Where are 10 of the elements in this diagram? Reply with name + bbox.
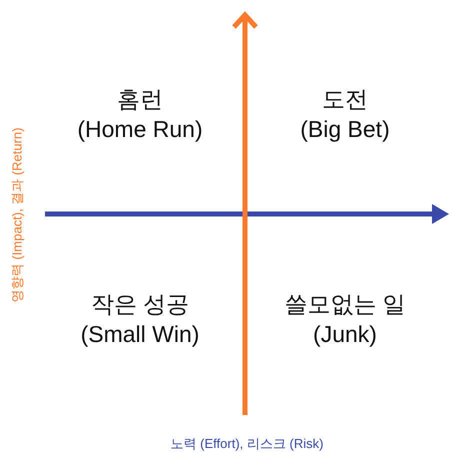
quadrant-subtitle: (Small Win)	[80, 321, 200, 347]
quadrant-subtitle: (Home Run)	[77, 116, 203, 142]
quadrant-title: 작은 성공	[90, 291, 190, 317]
quadrant-title: 도전	[322, 86, 368, 112]
quadrant-subtitle: (Big Bet)	[300, 116, 390, 142]
x-axis-label: 노력 (Effort), 리스크 (Risk)	[170, 436, 324, 451]
y-axis-label: 영향력 (Impact), 결과 (Return)	[10, 128, 24, 302]
quadrant-title: 쓸모없는 일	[284, 291, 406, 317]
quadrant-subtitle: (Junk)	[313, 321, 377, 347]
quadrant-title: 홈런	[117, 86, 163, 112]
